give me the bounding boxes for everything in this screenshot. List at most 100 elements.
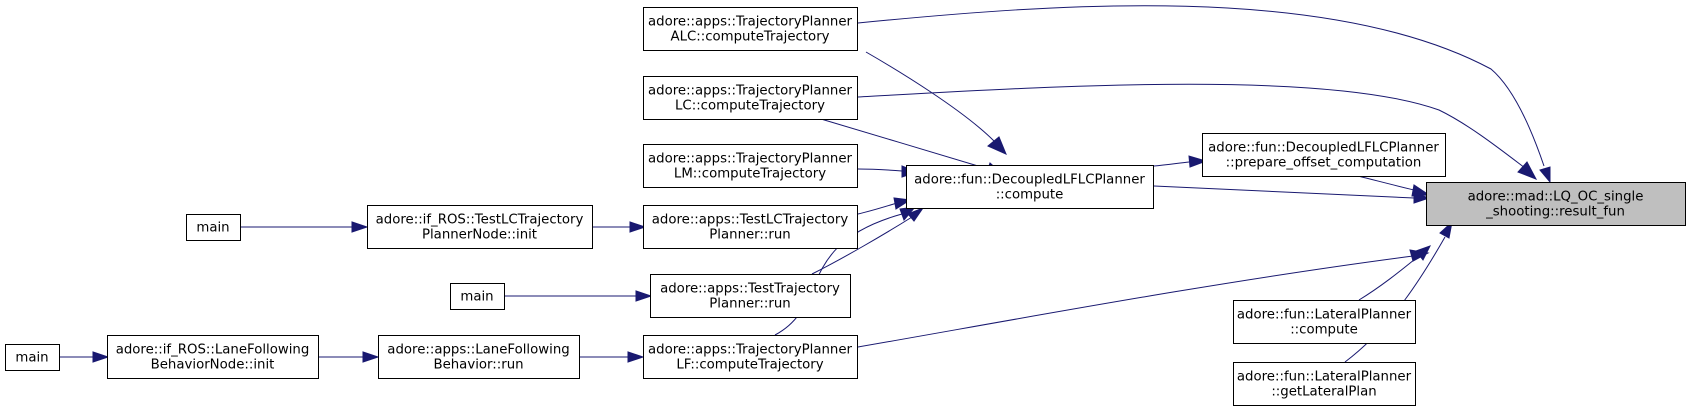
arrowhead-icon [987,136,1007,155]
node-box [1233,362,1416,406]
node-label-line: adore::apps::TrajectoryPlanner [648,15,853,30]
node-tp_lm[interactable]: adore::apps::TrajectoryPlannerLM::comput… [643,144,858,188]
node-label-line: Planner::run [709,297,790,312]
node-label-line: PlannerNode::init [422,228,537,243]
node-label-line: LC::computeTrajectory [675,99,825,114]
node-lat_plan[interactable]: adore::fun::LateralPlanner::getLateralPl… [1233,362,1416,406]
node-label-line: adore::apps::TrajectoryPlanner [648,343,853,358]
node-box [1233,300,1416,344]
node-label-line: BehaviorNode::init [151,358,275,373]
node-testlc_run[interactable]: adore::apps::TestLCTrajectoryPlanner::ru… [643,205,858,249]
node-box [107,335,319,379]
arrowhead-icon [1539,166,1551,184]
arrowhead-icon [92,351,110,363]
edge-line [857,5,1545,167]
node-lat_compute[interactable]: adore::fun::LateralPlanner::compute [1233,300,1416,344]
node-box [5,344,60,371]
node-box [186,214,241,241]
arrowhead-icon [1517,161,1538,180]
edge-line [1357,175,1415,191]
node-main1[interactable]: main [186,214,241,241]
node-label-line: adore::mad::LQ_OC_single [1468,190,1644,205]
edge-dlflc_compute-to-result_fun [1153,185,1431,204]
node-box [643,144,858,188]
node-result_fun[interactable]: adore::mad::LQ_OC_single_shooting::resul… [1426,182,1686,226]
node-box [450,283,505,310]
node-label-line: adore::fun::DecoupledLFLCPlanner [914,173,1145,188]
edge-lat_compute-to-result_fun [1358,245,1432,301]
node-main2[interactable]: main [450,283,505,310]
arrowhead-icon [1415,245,1432,261]
edge-tp_alc-to-dlflc_compute [865,51,1007,155]
node-label-line: adore::apps::TestLCTrajectory [652,213,849,228]
node-ros_testlc_init[interactable]: adore::if_ROS::TestLCTrajectoryPlannerNo… [367,205,593,249]
edge-ros_testlc_init-to-testlc_run [592,221,647,233]
edge-main2-to-test_run [504,290,653,302]
node-label-line: main [460,290,493,305]
edge-tp_alc-to-result_fun [857,5,1551,184]
node-box [643,7,858,51]
node-ros_lf_init[interactable]: adore::if_ROS::LaneFollowingBehaviorNode… [107,335,319,379]
edge-line [857,83,1526,169]
node-label-line: ::getLateralPlan [1271,385,1376,400]
node-label-line: adore::fun::LateralPlanner [1237,370,1412,385]
edge-main3-to-ros_lf_init [59,351,110,363]
node-label-line: adore::if_ROS::LaneFollowing [116,343,310,358]
node-label-line: ::prepare_offset_computation [1226,156,1422,171]
node-box [643,76,858,120]
node-tp_lf[interactable]: adore::apps::TrajectoryPlannerLF::comput… [643,335,858,379]
node-label-line: main [15,351,48,366]
edge-dlflc_compute-to-dlflc_prepare [1153,155,1208,168]
node-tp_lc[interactable]: adore::apps::TrajectoryPlannerLC::comput… [643,76,858,120]
arrowhead-icon [1188,155,1208,168]
edges-layer [59,5,1551,363]
node-label-line: LM::computeTrajectory [674,167,826,182]
edge-line [857,255,1414,348]
arrowhead-icon [627,351,645,363]
node-dlflc_prepare[interactable]: adore::fun::DecoupledLFLCPlanner::prepar… [1202,133,1446,177]
node-box [906,165,1154,209]
node-label-line: adore::apps::LaneFollowing [387,343,569,358]
edge-line [857,168,903,172]
node-label-line: ::compute [1290,323,1358,338]
node-box [378,335,580,379]
node-box [643,335,858,379]
arrowhead-icon [907,206,925,222]
node-box [1426,182,1686,226]
arrowhead-icon [351,221,369,233]
edge-main1-to-ros_testlc_init [239,221,369,233]
edge-line [857,202,898,215]
edge-line [1153,161,1190,167]
node-label-line: adore::fun::DecoupledLFLCPlanner [1208,141,1439,156]
node-tp_alc[interactable]: adore::apps::TrajectoryPlannerALC::compu… [643,7,858,51]
node-label-line: Planner::run [709,228,790,243]
node-label-line: ALC::computeTrajectory [670,30,829,45]
arrowhead-icon [1411,184,1431,197]
node-box [1202,133,1446,177]
arrowhead-icon [635,290,653,302]
node-label-line: adore::apps::TrajectoryPlanner [648,152,853,167]
node-dlflc_compute[interactable]: adore::fun::DecoupledLFLCPlanner::comput… [906,165,1154,209]
arrowhead-icon [629,221,647,233]
arrowhead-icon [362,351,380,363]
node-box [650,274,851,318]
node-main3[interactable]: main [5,344,60,371]
node-box [367,205,593,249]
edge-line [865,51,995,142]
node-label-line: adore::fun::LateralPlanner [1237,308,1412,323]
node-label-line: Behavior::run [433,358,523,373]
edge-line [1153,185,1415,199]
edge-line [1344,236,1446,363]
edge-ros_lf_init-to-lf_run [318,351,380,363]
node-label-line: _shooting::result_fun [1485,205,1625,220]
node-label-line: adore::apps::TrajectoryPlanner [648,84,853,99]
nodes-layer: adore::mad::LQ_OC_single_shooting::resul… [5,7,1686,406]
edge-line [820,118,989,170]
node-label-line: adore::if_ROS::TestLCTrajectory [376,213,584,228]
node-label-line: ::compute [996,188,1064,203]
node-box [643,205,858,249]
edge-line [1358,254,1421,301]
